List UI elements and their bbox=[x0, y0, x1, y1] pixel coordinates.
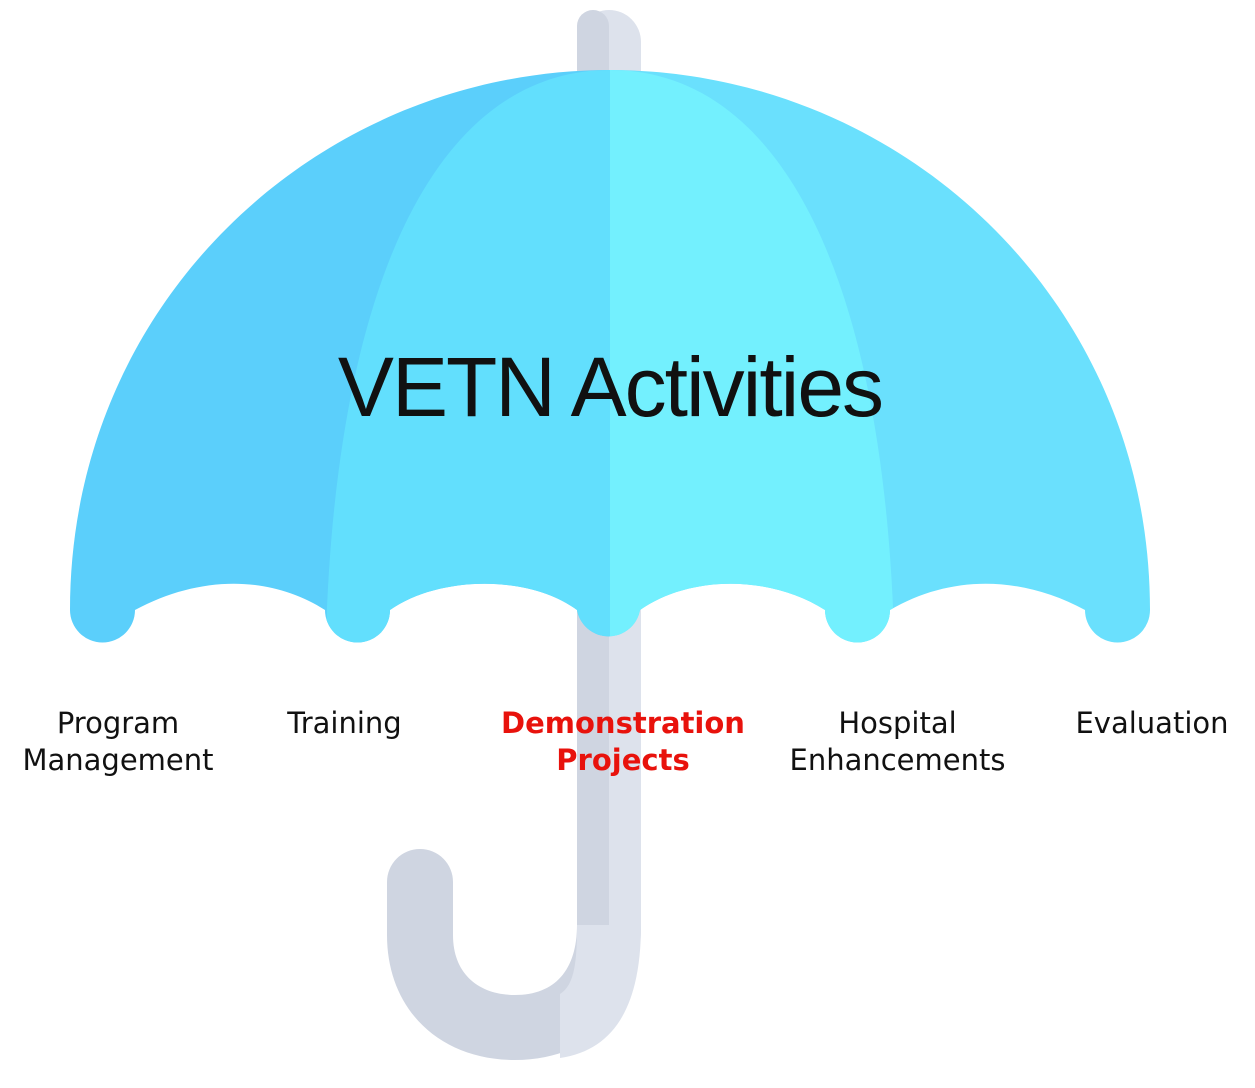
pole-shaft-shade bbox=[577, 600, 609, 930]
activity-training: Training bbox=[287, 706, 402, 740]
activity-evaluation: Evaluation bbox=[1075, 706, 1229, 740]
umbrella-canopy bbox=[70, 70, 1150, 643]
umbrella-handle bbox=[387, 600, 641, 1060]
activity-demonstration-projects: Demonstration Projects bbox=[501, 706, 745, 777]
diagram-title: VETN Activities bbox=[337, 340, 884, 434]
activity-hospital-enhancements: Hospital Enhancements bbox=[789, 706, 1006, 777]
activity-program-management: Program Management bbox=[22, 706, 214, 777]
canopy-inner-left-panel bbox=[325, 70, 610, 643]
canopy-inner-right-panel bbox=[610, 70, 895, 643]
